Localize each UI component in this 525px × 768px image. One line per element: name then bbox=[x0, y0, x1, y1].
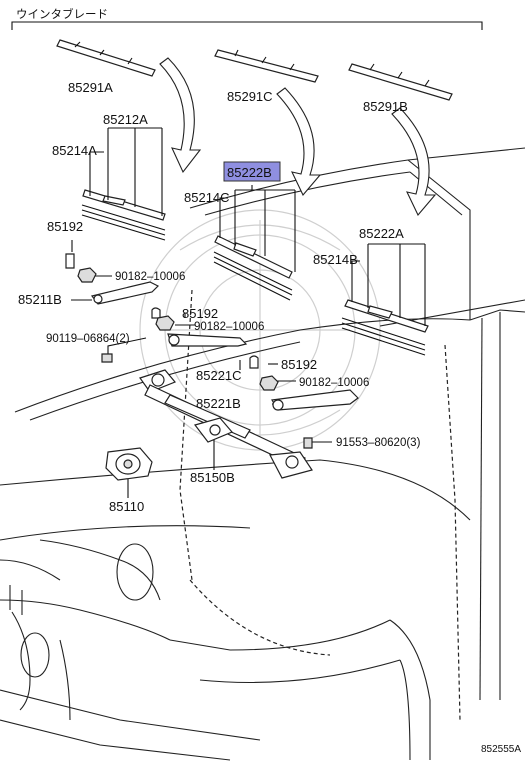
blade-85291B bbox=[348, 63, 453, 101]
label-85212A: 85212A bbox=[103, 112, 148, 127]
blade-85291C bbox=[214, 49, 319, 83]
nut-90182-c bbox=[259, 375, 279, 391]
blade-assembly-85212A bbox=[81, 189, 166, 241]
bolt-91553 bbox=[303, 437, 313, 449]
leader-lines bbox=[71, 127, 426, 498]
motor-85110 bbox=[105, 447, 153, 481]
header-title: ウインタブレード bbox=[16, 7, 108, 21]
label-85211B: 85211B bbox=[18, 292, 62, 307]
label-85222A: 85222A bbox=[359, 226, 404, 241]
label-85291B: 85291B bbox=[363, 99, 408, 114]
label-85221B: 85221B bbox=[196, 396, 241, 411]
header-bracket bbox=[11, 21, 483, 30]
label-85150B: 85150B bbox=[190, 470, 235, 485]
highlight-box bbox=[223, 161, 281, 182]
blade-85291A bbox=[56, 39, 156, 77]
label-85214B: 85214B bbox=[313, 252, 358, 267]
label-90182-c: 90182–10006 bbox=[299, 377, 369, 389]
diagram-code: 852555A bbox=[481, 744, 521, 755]
cap-85192-c bbox=[249, 355, 259, 369]
label-90182-b: 90182–10006 bbox=[194, 321, 264, 333]
label-90119: 90119–06864(2) bbox=[46, 333, 130, 345]
label-85214A: 85214A bbox=[52, 143, 97, 158]
blade-assembly-85222B bbox=[213, 235, 293, 301]
label-85192-b: 85192 bbox=[182, 306, 218, 321]
label-85110: 85110 bbox=[109, 499, 144, 514]
label-90182-a: 90182–10006 bbox=[115, 271, 185, 283]
label-91553: 91553–80620(3) bbox=[336, 437, 421, 449]
arm-85221C bbox=[167, 333, 248, 347]
arrows bbox=[159, 57, 437, 217]
bolt-90119 bbox=[101, 353, 113, 363]
arm-85221B bbox=[271, 389, 359, 411]
nut-90182-b bbox=[155, 315, 175, 331]
nut-90182-a bbox=[77, 267, 97, 283]
cap-85192-b bbox=[151, 307, 161, 319]
label-85222B: 85222B bbox=[227, 165, 272, 180]
label-85291C: 85291C bbox=[227, 89, 273, 104]
cap-85192-a bbox=[65, 253, 75, 269]
vehicle-body bbox=[0, 147, 525, 761]
label-85221C: 85221C bbox=[196, 368, 242, 383]
label-85192-c: 85192 bbox=[281, 357, 317, 372]
label-85192-a: 85192 bbox=[47, 219, 83, 234]
label-85214C: 85214C bbox=[184, 190, 230, 205]
blade-assembly-85222A bbox=[341, 299, 429, 356]
label-85291A: 85291A bbox=[68, 80, 113, 95]
arm-85211B bbox=[90, 281, 160, 305]
linkage-85150B bbox=[139, 369, 313, 479]
hidden-lines bbox=[179, 289, 461, 721]
